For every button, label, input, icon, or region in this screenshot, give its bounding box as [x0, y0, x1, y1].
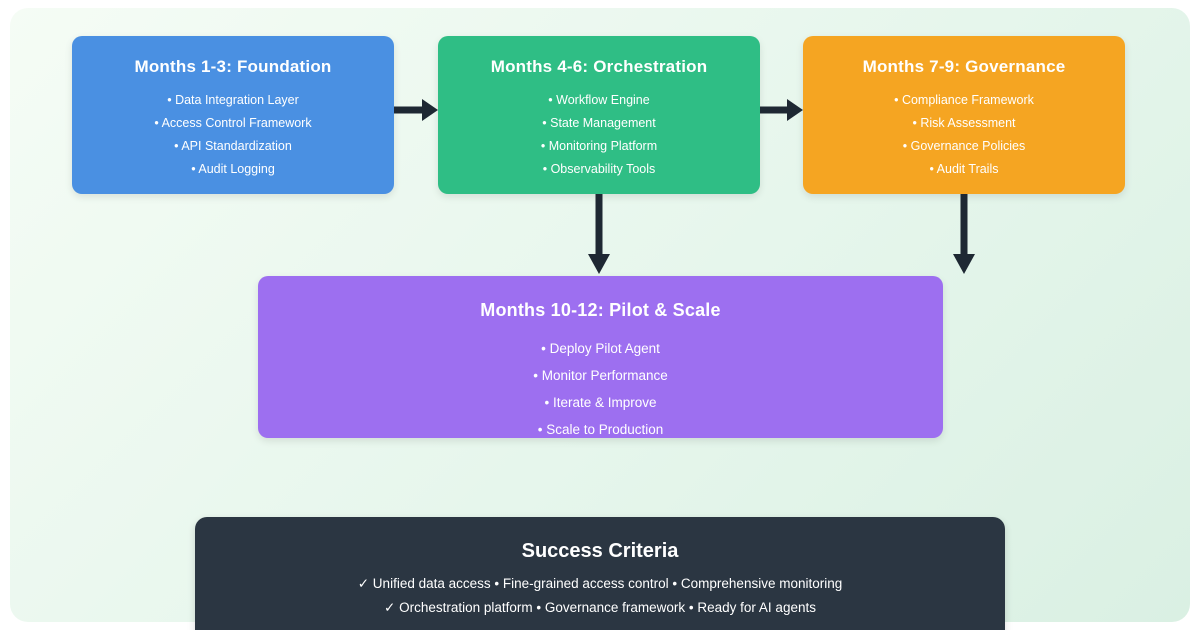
phase-items-orchestration: Workflow Engine State Management Monitor…: [438, 93, 760, 176]
phase-item: Workflow Engine: [438, 93, 760, 107]
phase-item: Audit Trails: [803, 162, 1125, 176]
phase-item: Audit Logging: [72, 162, 394, 176]
phase-items-pilot-scale: Deploy Pilot Agent Monitor Performance I…: [258, 341, 943, 437]
success-criteria-lines: ✓ Unified data access • Fine-grained acc…: [195, 576, 1005, 616]
phase-item: Iterate & Improve: [258, 395, 943, 410]
arrow-down-governance-to-pilot-icon: [952, 194, 976, 274]
phase-box-pilot-scale: Months 10-12: Pilot & Scale Deploy Pilot…: [258, 276, 943, 438]
phase-item: Compliance Framework: [803, 93, 1125, 107]
phase-item: API Standardization: [72, 139, 394, 153]
arrow-down-orchestration-to-pilot-icon: [587, 194, 611, 274]
success-criteria-box: Success Criteria ✓ Unified data access •…: [195, 517, 1005, 630]
phase-title-pilot-scale: Months 10-12: Pilot & Scale: [480, 300, 721, 320]
success-criteria-line: ✓ Orchestration platform • Governance fr…: [384, 600, 816, 615]
arrow-right-orchestration-to-governance-icon: [760, 98, 803, 122]
success-criteria-title: Success Criteria: [521, 540, 679, 562]
phase-items-governance: Compliance Framework Risk Assessment Gov…: [803, 93, 1125, 176]
phase-box-governance: Months 7-9: Governance Compliance Framew…: [803, 36, 1125, 194]
phase-box-foundation: Months 1-3: Foundation Data Integration …: [72, 36, 394, 194]
phase-item: State Management: [438, 116, 760, 130]
arrow-right-foundation-to-orchestration-icon: [394, 98, 438, 122]
phase-title-governance: Months 7-9: Governance: [862, 57, 1066, 76]
phase-item: Risk Assessment: [803, 116, 1125, 130]
phase-item: Monitoring Platform: [438, 139, 760, 153]
phase-item: Governance Policies: [803, 139, 1125, 153]
phase-item: Monitor Performance: [258, 368, 943, 383]
phase-item: Deploy Pilot Agent: [258, 341, 943, 356]
phase-title-foundation: Months 1-3: Foundation: [134, 57, 332, 76]
phase-title-orchestration: Months 4-6: Orchestration: [490, 57, 708, 76]
phase-items-foundation: Data Integration Layer Access Control Fr…: [72, 93, 394, 176]
phase-item: Observability Tools: [438, 162, 760, 176]
phase-box-orchestration: Months 4-6: Orchestration Workflow Engin…: [438, 36, 760, 194]
phase-item: Access Control Framework: [72, 116, 394, 130]
success-criteria-line: ✓ Unified data access • Fine-grained acc…: [357, 576, 843, 591]
phase-item: Scale to Production: [258, 422, 943, 437]
phase-item: Data Integration Layer: [72, 93, 394, 107]
